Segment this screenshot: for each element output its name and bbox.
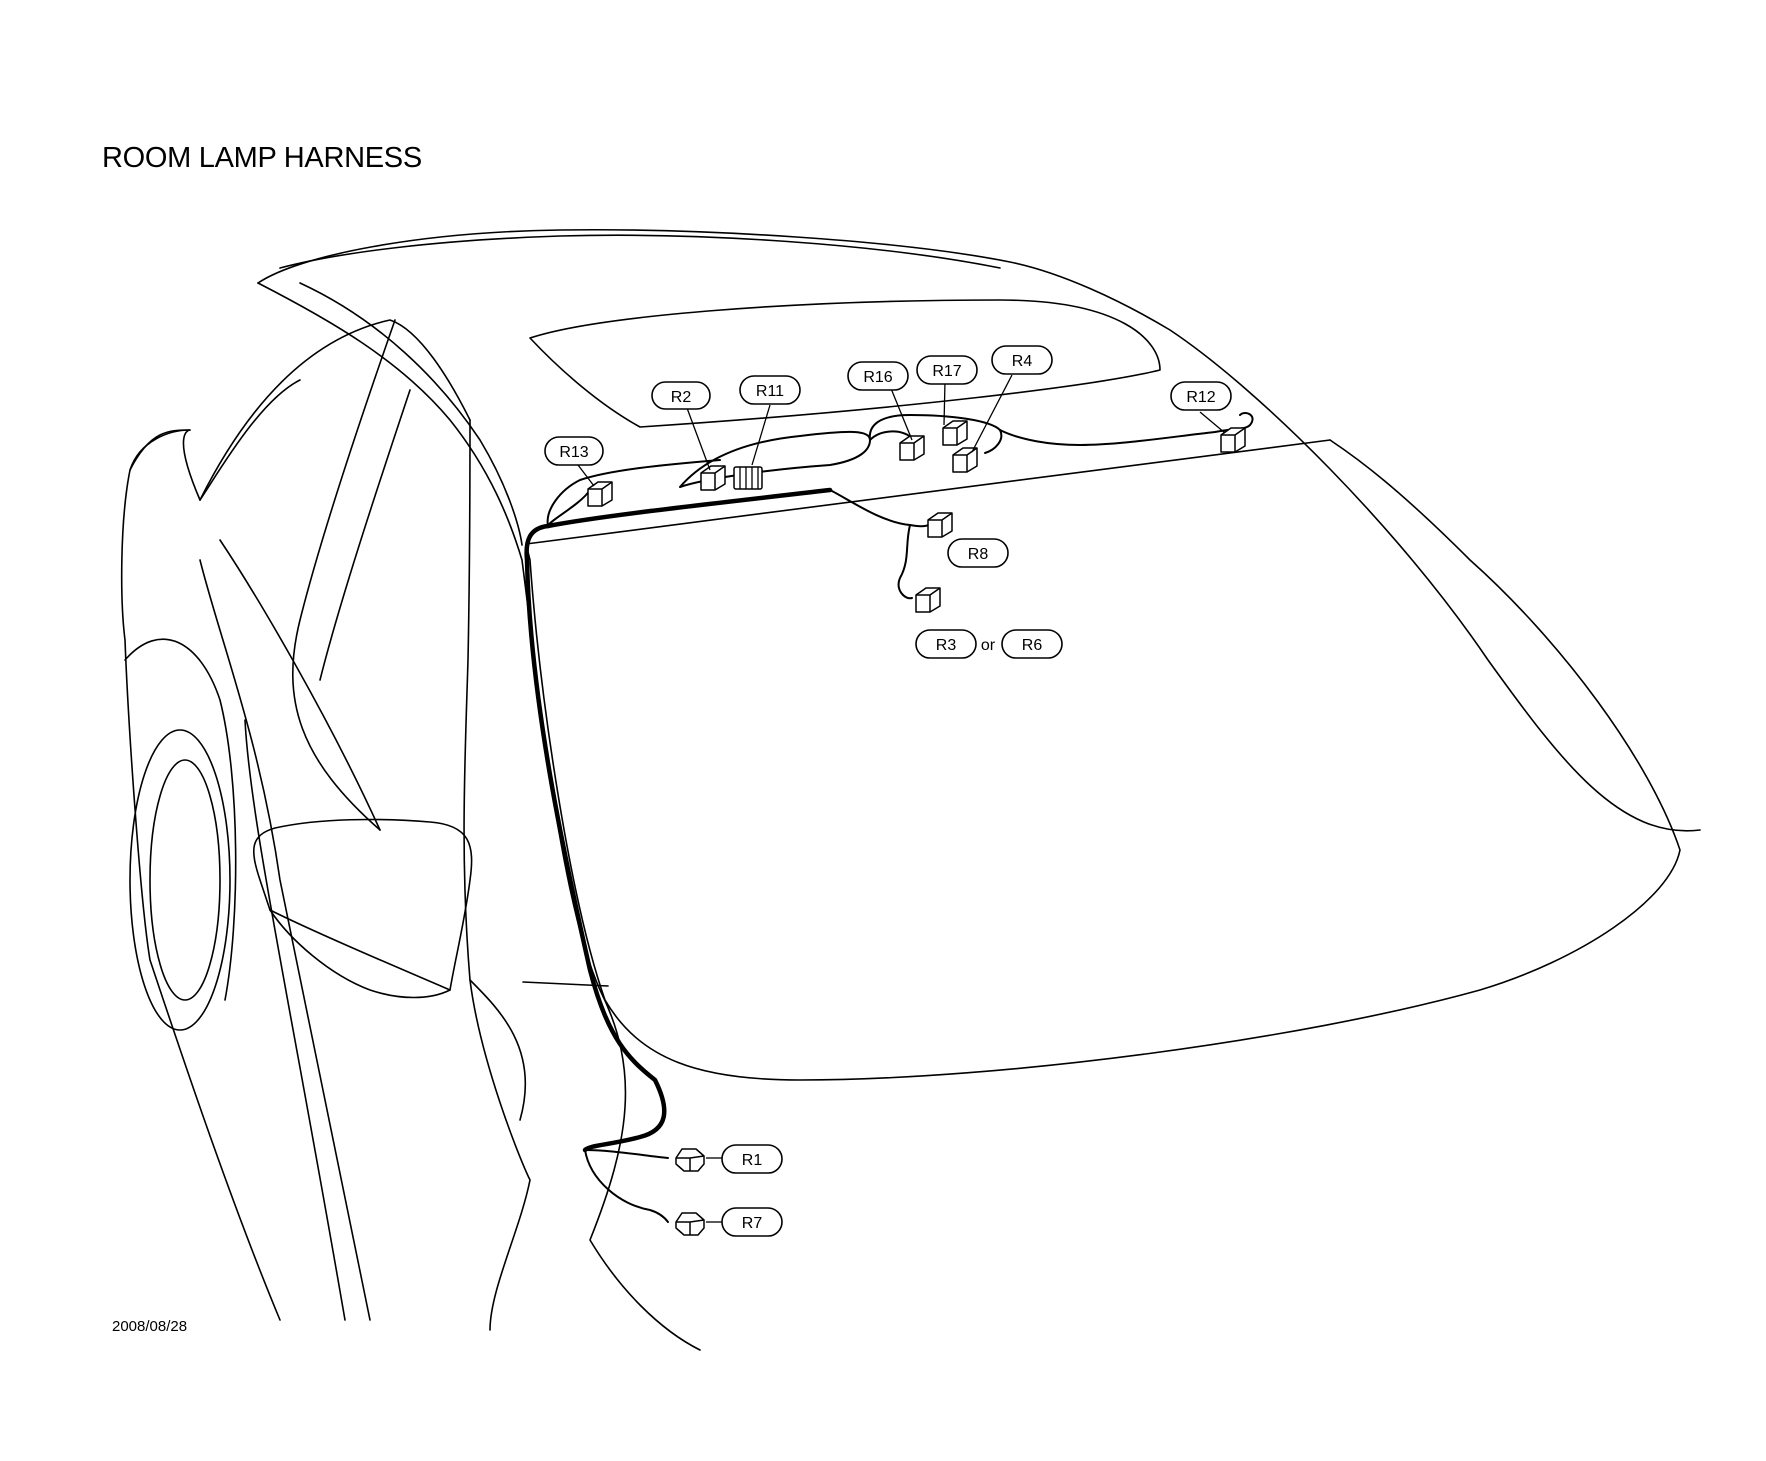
label-r12: R12 (1170, 381, 1232, 411)
label-r17: R17 (916, 355, 978, 385)
label-r7: R7 (721, 1207, 783, 1237)
label-r4: R4 (991, 345, 1053, 375)
label-r12-text: R12 (1186, 389, 1215, 406)
label-r1: R1 (721, 1144, 783, 1174)
label-r3: R3 (915, 629, 977, 659)
label-or-text: or (981, 637, 996, 654)
label-r8-text: R8 (968, 546, 989, 563)
connector-r7-body (675, 1212, 705, 1236)
label-r8: R8 (947, 538, 1009, 568)
connector-r13-body (587, 481, 613, 507)
label-r13: R13 (544, 436, 604, 466)
label-r16-text: R16 (863, 369, 892, 386)
diagram-title: ROOM LAMP HARNESS (102, 142, 422, 174)
connector-r17-body (942, 420, 968, 446)
label-r11: R11 (739, 375, 801, 405)
label-r6-text: R6 (1022, 637, 1043, 654)
label-r7-text: R7 (742, 1215, 763, 1232)
connector-r2-body (700, 465, 726, 491)
label-r17-text: R17 (932, 363, 961, 380)
leader-lines (577, 374, 1226, 1223)
car-body-outline (120, 228, 1701, 1351)
connector-r11-body (733, 466, 763, 490)
label-r16: R16 (847, 361, 909, 391)
label-r2: R2 (651, 381, 711, 410)
connector-r1-body (675, 1148, 705, 1172)
diagram-date: 2008/08/28 (112, 1318, 188, 1335)
label-r11-text: R11 (756, 383, 784, 400)
label-r2-text: R2 (671, 389, 692, 406)
label-r13-text: R13 (559, 444, 588, 461)
label-r1-text: R1 (742, 1152, 763, 1169)
connector-r12-body (1220, 427, 1246, 453)
connector-labels: R13 R2 R11 R16 R17 R4 (544, 345, 1232, 1237)
connector-shapes (587, 420, 1246, 1236)
label-r3-text: R3 (936, 637, 957, 654)
connector-r8-body (927, 512, 953, 538)
connector-r4-body (952, 447, 978, 473)
harness-wiring (524, 412, 1254, 1223)
label-r6: R6 (1001, 629, 1063, 659)
connector-r3-r6-body (915, 587, 941, 613)
label-r4-text: R4 (1012, 353, 1033, 370)
